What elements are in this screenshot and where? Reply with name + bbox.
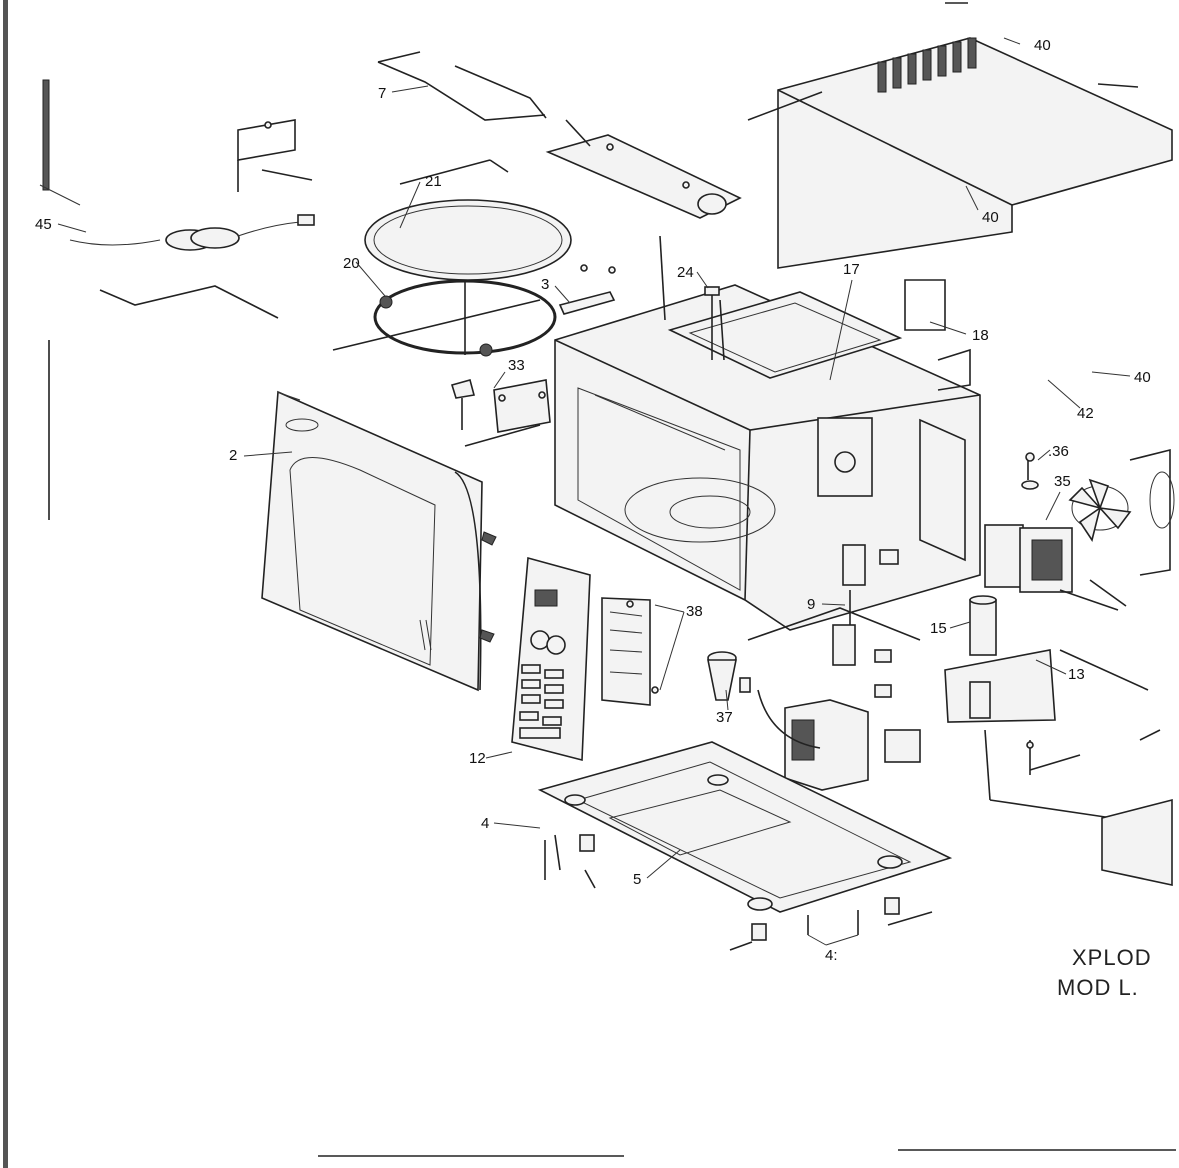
cooling-fan — [1060, 450, 1174, 610]
label-38: 38 — [686, 603, 703, 620]
control-panel — [512, 558, 590, 760]
oven-cavity-frame — [555, 285, 980, 630]
label-40a: 40 — [1034, 37, 1051, 54]
label-33: 33 — [508, 357, 525, 374]
fuse-holder — [708, 652, 750, 700]
label-4a: 4 — [481, 815, 489, 832]
label-37: 37 — [716, 709, 733, 726]
side-plate — [452, 380, 550, 446]
label-17: 17 — [843, 261, 860, 278]
diagram-title-line1: XPLOD — [1072, 945, 1152, 970]
label-15: 15 — [930, 620, 947, 637]
label-13: 13 — [1068, 666, 1085, 683]
label-7: 7 — [378, 85, 386, 102]
side-panel — [1102, 730, 1172, 885]
high-voltage-transformer — [945, 650, 1148, 775]
label-21: 21 — [425, 173, 442, 190]
label-2: 2 — [229, 447, 237, 464]
label-18: 18 — [972, 327, 989, 344]
label-12: 12 — [469, 750, 486, 767]
control-circuit-board — [602, 598, 658, 705]
turntable-glass-tray — [365, 160, 571, 280]
label-9: 9 — [807, 596, 815, 613]
label-5: 5 — [633, 871, 641, 888]
label-45: 45 — [35, 216, 52, 233]
binding-bar — [3, 0, 8, 1168]
label-35: 35 — [1054, 473, 1071, 490]
label-40c: 40 — [1134, 369, 1151, 386]
relay-block — [758, 690, 920, 790]
cabinet-cover — [748, 38, 1172, 268]
high-voltage-capacitor — [970, 596, 996, 655]
waveguide-cover — [378, 52, 740, 218]
label-3: 3 — [541, 276, 549, 293]
label-36: .36 — [1048, 443, 1069, 460]
label-40b: 40 — [982, 209, 999, 226]
label-24: 24 — [677, 264, 694, 281]
diagram-title-line2: MOD L. — [1057, 975, 1139, 1000]
oven-door — [262, 392, 496, 690]
label-4b: 4: — [825, 947, 838, 964]
roller-ring — [333, 280, 555, 356]
